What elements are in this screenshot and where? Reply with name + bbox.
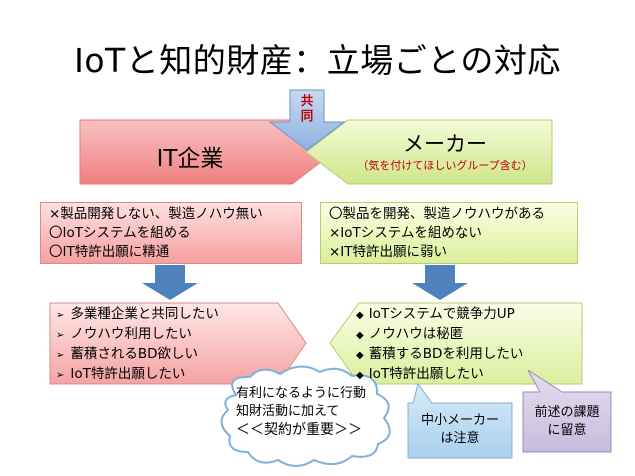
sme-callout-text: 中小メーカー は注意 xyxy=(420,413,499,446)
prev-issue-callout-text: 前述の課題 に留意 xyxy=(534,405,600,438)
it-company-header: IT企業 xyxy=(156,146,224,172)
list-item: ◆蓄積するBDを利用したい xyxy=(356,346,524,362)
list-item: ◆IoT特許出願したい xyxy=(356,366,484,382)
list-item: ◆IoTシステムで競争力UP xyxy=(356,306,515,322)
list-item: ➢IoT特許出願したい xyxy=(56,366,186,382)
arrow-bullet-icon: ➢ xyxy=(56,350,65,361)
maker-wants-list: ◆IoTシステムで競争力UP ◆ノウハウは秘匿 ◆蓄積するBDを利用したい ◆I… xyxy=(356,305,523,385)
cloud-line-2: 知財活動に加えて xyxy=(236,404,340,419)
list-item: ➢ノウハウ利用したい xyxy=(56,326,192,342)
cloud-line-3: ＜＜契約が重要＞＞ xyxy=(236,422,362,438)
it-company-header-shape xyxy=(79,119,335,185)
diamond-bullet-icon: ◆ xyxy=(356,310,364,321)
diamond-bullet-icon: ◆ xyxy=(356,370,364,381)
list-item: ➢多業種企業と共同したい xyxy=(56,306,219,322)
arrow-bullet-icon: ➢ xyxy=(56,330,65,341)
diamond-bullet-icon: ◆ xyxy=(356,330,364,341)
maker-header-shape xyxy=(305,119,553,185)
joint-arrow xyxy=(268,89,346,151)
maker-capability-2: ×IoTシステムを組めない xyxy=(329,225,482,241)
right-down-arrow-1 xyxy=(412,265,468,300)
maker-capability-1: 〇製品を開発、製造ノウハウがある xyxy=(329,206,545,222)
diamond-bullet-icon: ◆ xyxy=(356,350,364,361)
prev-issue-callout-shape xyxy=(522,369,612,453)
left-down-arrow-1 xyxy=(142,265,198,300)
maker-header: メーカー xyxy=(403,132,487,156)
joint-label: 共同 xyxy=(300,93,314,123)
maker-capability-3: ×IT特許出願に弱い xyxy=(329,244,448,260)
maker-capabilities-box: 〇製品を開発、製造ノウハウがある ×IoTシステムを組めない ×IT特許出願に弱… xyxy=(320,202,578,264)
list-item: ◆ノウハウは秘匿 xyxy=(356,326,464,342)
it-wants-list: ➢多業種企業と共同したい ➢ノウハウ利用したい ➢蓄積されるBD欲しい ➢IoT… xyxy=(56,305,219,385)
sme-callout-shape xyxy=(407,382,513,459)
cloud-line-1: 有利になるように行動 xyxy=(236,386,367,401)
it-capability-3: 〇IT特許出願に精通 xyxy=(49,244,170,260)
left-wants-shape xyxy=(49,302,307,385)
it-capability-2: 〇IoTシステムを組める xyxy=(49,225,191,241)
maker-header-sub: （気を付けてほしいグループ含む） xyxy=(357,159,533,172)
arrow-bullet-icon: ➢ xyxy=(56,370,65,381)
page-title: IoTと知的財産：立場ごとの対応 xyxy=(74,41,561,80)
it-capabilities-box: ×製品開発しない、製造ノハウ無い 〇IoTシステムを組める 〇IT特許出願に精通 xyxy=(40,202,302,264)
list-item: ➢蓄積されるBD欲しい xyxy=(56,346,199,362)
arrow-bullet-icon: ➢ xyxy=(56,310,65,321)
cloud-shape xyxy=(220,365,391,467)
right-wants-shape xyxy=(329,302,583,385)
cloud-text: 有利になるように行動 知財活動に加えて ＜＜契約が重要＞＞ xyxy=(236,385,376,439)
it-capability-1: ×製品開発しない、製造ノハウ無い xyxy=(49,206,263,222)
